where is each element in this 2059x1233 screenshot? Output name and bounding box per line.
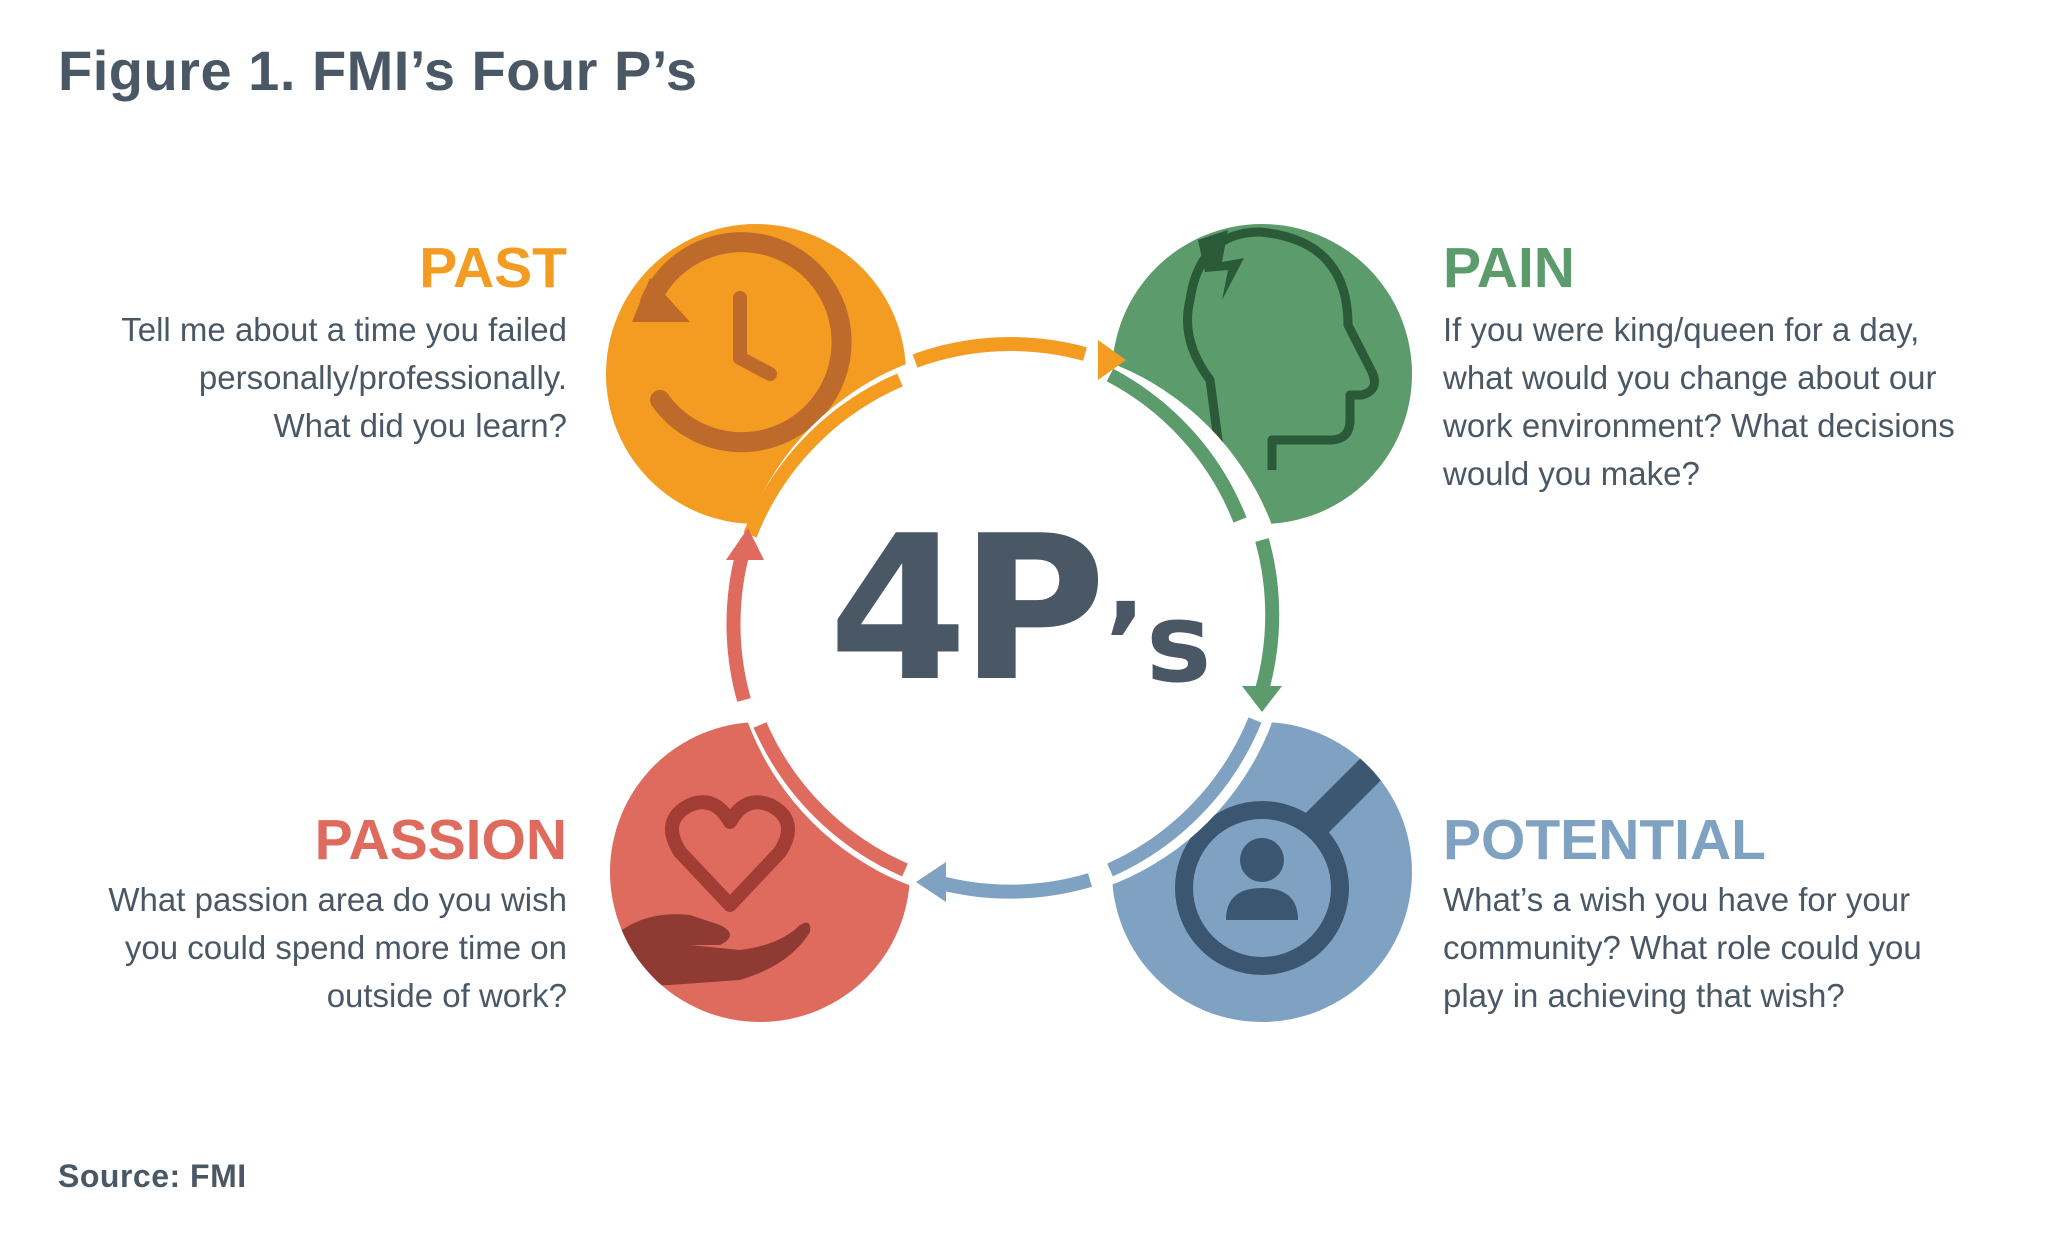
pain-description: If you were king/queen for a day, what w…	[1443, 311, 1955, 492]
past-heading: PAST	[419, 236, 567, 300]
arc-pain-outer	[1106, 368, 1247, 523]
magnifier-person-icon	[1175, 750, 1390, 975]
potential-heading: POTENTIAL	[1443, 808, 1766, 872]
potential-description: What’s a wish you have for your communit…	[1443, 881, 1922, 1014]
arrow-passion-to-past	[726, 546, 751, 702]
arrowhead-potential	[1242, 686, 1282, 712]
arrow-past-to-pain	[912, 337, 1087, 368]
heart-hand-icon	[610, 795, 811, 990]
past-description: Tell me about a time you failed personal…	[121, 311, 567, 444]
arrowheads	[726, 340, 1282, 902]
source-note: Source: FMI	[58, 1158, 247, 1194]
head-lightning-icon	[1183, 227, 1379, 471]
arc-past-inner	[743, 373, 903, 538]
arrow-pain-to-potential	[1255, 538, 1280, 692]
cycle-arrows	[726, 337, 1290, 904]
center-4p-text: 4P	[828, 493, 1107, 726]
clock-rewind-icon	[632, 232, 852, 453]
arrowhead-past	[726, 528, 764, 560]
arc-potential-outer	[1107, 717, 1262, 877]
arrow-potential-to-passion	[928, 873, 1092, 899]
passion-heading: PASSION	[314, 808, 567, 872]
arrowhead-pain	[1098, 340, 1126, 380]
figure-title: Figure 1. FMI’s Four P’s	[58, 39, 698, 102]
center-4ps-label: 4P ’s	[828, 493, 1212, 726]
arrowhead-passion	[916, 862, 946, 902]
passion-description: What passion area do you wish you could …	[108, 881, 567, 1014]
passion-circle	[610, 722, 910, 1022]
center-suffix-text: ’s	[1104, 579, 1212, 707]
pain-heading: PAIN	[1443, 236, 1575, 300]
arc-passion-outer	[753, 722, 908, 877]
